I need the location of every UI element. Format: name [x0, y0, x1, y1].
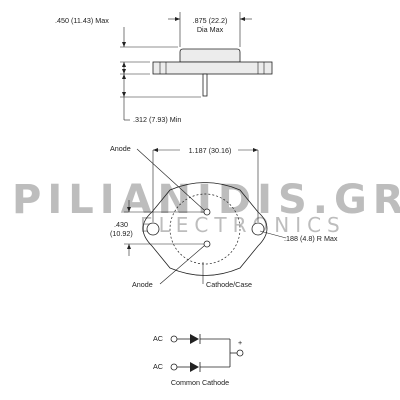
- dome-outline-hidden: [169, 193, 241, 265]
- mount-hole-right: [251, 222, 265, 236]
- schematic: AC AC + Common Cathode: [153, 334, 244, 387]
- label-ac-top: AC: [153, 334, 163, 343]
- label-pin-spacing-mm: (10.92): [110, 229, 133, 238]
- package-lead: [202, 73, 208, 97]
- arrow-hole-left: [153, 148, 158, 152]
- label-diameter: .875 (22.2): [193, 16, 228, 25]
- leader-anode-top: [136, 148, 205, 211]
- package-flange: [152, 61, 273, 75]
- label-anode-bottom: Anode: [132, 280, 153, 289]
- leader-anode-bottom: [159, 245, 205, 285]
- mount-hole-left: [146, 222, 160, 236]
- package-outline: [142, 182, 268, 276]
- label-diameter-note: Dia Max: [197, 25, 224, 34]
- terminal-plus: [236, 349, 244, 357]
- terminal-ac-bottom: [170, 363, 178, 371]
- label-pin-spacing-in: .430: [114, 220, 128, 229]
- label-plus: +: [238, 338, 242, 347]
- arrow-lead-bottom: [122, 92, 126, 97]
- diode-bottom-icon: [190, 362, 199, 372]
- label-lead-min: .312 (7.93) Min: [133, 115, 181, 124]
- package-dome: [179, 48, 241, 63]
- arrow-lead-top: [122, 74, 126, 79]
- arrow-pin-top: [127, 207, 131, 212]
- arrow-dia-left: [175, 17, 180, 21]
- bottom-view: 1.187 (30.16) Anode .430 (10.92) .188 (4…: [110, 144, 338, 289]
- pin-anode-top: [203, 208, 211, 216]
- watermark-brand: PILIANIDIS.GR: [12, 177, 400, 223]
- label-cathode-case: Cathode/Case: [206, 280, 252, 289]
- terminal-ac-top: [170, 335, 178, 343]
- label-height-max: .450 (11.43) Max: [55, 16, 109, 25]
- arrow-dia-right: [240, 17, 245, 21]
- label-radius: .188 (4.8) R Max: [284, 234, 338, 243]
- arrow-flange-bottom: [122, 69, 126, 74]
- pin-anode-bottom: [203, 240, 211, 248]
- diode-top-icon: [190, 334, 199, 344]
- arrow-height-top: [122, 42, 126, 47]
- label-hole-spacing: 1.187 (30.16): [189, 146, 232, 155]
- side-view: .450 (11.43) Max .312 (7.93) Min .875 (2…: [55, 12, 273, 124]
- arrow-hole-right: [253, 148, 258, 152]
- label-common-cathode: Common Cathode: [171, 378, 229, 387]
- label-ac-bottom: AC: [153, 362, 163, 371]
- arrow-pin-bottom: [127, 244, 131, 249]
- leader-radius: [259, 230, 287, 239]
- label-anode-top: Anode: [110, 144, 131, 153]
